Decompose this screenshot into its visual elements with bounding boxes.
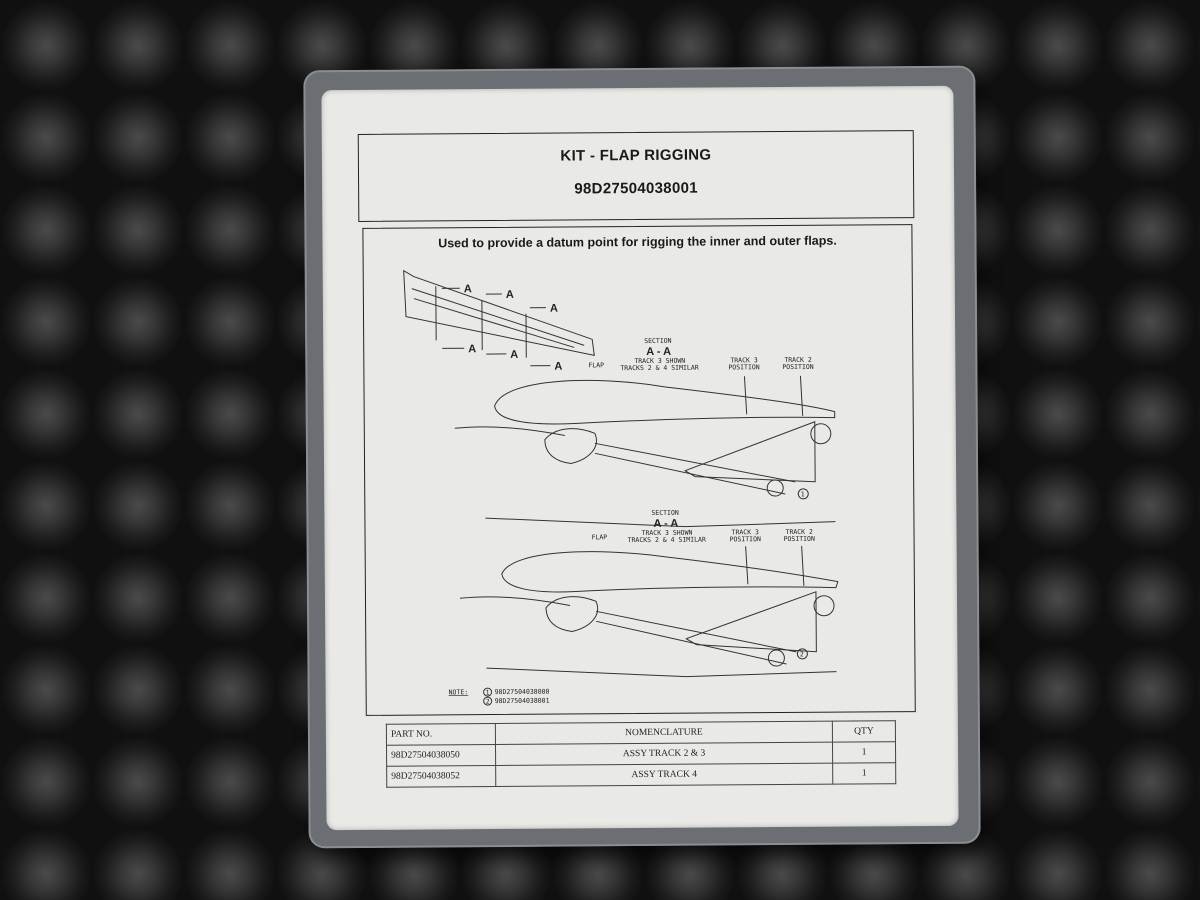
lower-track2-line2: POSITION — [784, 535, 815, 543]
lower-callout-number: 2 — [800, 650, 804, 658]
section-cut-arrows — [441, 287, 551, 367]
upper-callout-number: 1 — [801, 490, 805, 498]
header-part-no: PART NO. — [386, 723, 496, 746]
upper-track2-line2: POSITION — [782, 363, 813, 371]
lower-track-note-1: TRACK 3 SHOWN — [641, 529, 692, 537]
lower-track2-line1: TRACK 2 — [785, 528, 813, 536]
upper-section-label: SECTION — [644, 337, 672, 345]
section-cut-markers: A A A A A A — [464, 283, 563, 373]
upper-section-id: A - A — [646, 346, 671, 358]
section-marker-a2: A — [506, 289, 514, 301]
upper-flap-label: FLAP — [588, 361, 604, 369]
lower-section-id: A - A — [653, 518, 678, 530]
upper-track-note-2: TRACKS 2 & 4 SIMILAR — [620, 364, 698, 373]
row-2-part-no: 98D27504038052 — [386, 765, 496, 788]
row-1-part-no: 98D27504038050 — [386, 744, 496, 767]
section-marker-a3: A — [550, 303, 558, 315]
parts-table: PART NO. NOMENCLATURE QTY 98D27504038050… — [386, 720, 896, 788]
header-nomenclature: NOMENCLATURE — [495, 721, 833, 745]
upper-track2-line1: TRACK 2 — [784, 356, 812, 364]
section-marker-a1: A — [464, 283, 472, 295]
title-box: KIT - FLAP RIGGING 98D27504038001 — [357, 130, 915, 222]
lower-section-view: SECTION A - A TRACK 3 SHOWN TRACKS 2 & 4… — [459, 509, 839, 678]
lower-track-note-2: TRACKS 2 & 4 SIMILAR — [628, 536, 706, 545]
upper-track3-line1: TRACK 3 — [730, 356, 758, 364]
lower-track3-line2: POSITION — [730, 535, 761, 543]
note-2-text: 98D27504038001 — [495, 697, 550, 705]
section-marker-a4: A — [468, 343, 476, 355]
table-row: 98D27504038052 ASSY TRACK 4 1 — [386, 762, 896, 788]
rigging-kit-card: KIT - FLAP RIGGING 98D27504038001 Used t… — [321, 85, 959, 831]
row-2-qty: 1 — [832, 762, 896, 785]
section-marker-a5: A — [510, 349, 518, 361]
flap-diagram: A A A A A A SECTION A - A TRACK 3 SHOWN … — [403, 269, 839, 706]
note-1-number: 1 — [486, 689, 490, 697]
note-2-number: 2 — [486, 698, 490, 706]
kit-title: KIT - FLAP RIGGING — [560, 146, 712, 165]
wing-plan-view — [403, 269, 595, 358]
row-1-nomenclature: ASSY TRACK 2 & 3 — [495, 742, 833, 766]
lower-flap-label: FLAP — [592, 533, 608, 541]
upper-track-note-1: TRACK 3 SHOWN — [634, 357, 685, 365]
note-1-text: 98D27504038000 — [495, 688, 550, 696]
kit-part-number: 98D27504038001 — [574, 179, 698, 198]
upper-track3-line2: POSITION — [728, 363, 759, 371]
note-label: NOTE: — [449, 688, 469, 696]
upper-section-view: SECTION A - A TRACK 3 SHOWN TRACKS 2 & 4… — [454, 337, 836, 528]
notes-block: NOTE: 1 98D27504038000 2 98D27504038001 — [449, 687, 550, 706]
lower-section-label: SECTION — [651, 509, 679, 517]
row-2-nomenclature: ASSY TRACK 4 — [495, 763, 833, 787]
diagram-box: Used to provide a datum point for riggin… — [362, 224, 916, 716]
section-marker-a6: A — [554, 361, 562, 373]
row-1-qty: 1 — [832, 741, 896, 764]
lower-track3-line1: TRACK 3 — [731, 528, 759, 536]
header-qty: QTY — [832, 720, 896, 743]
